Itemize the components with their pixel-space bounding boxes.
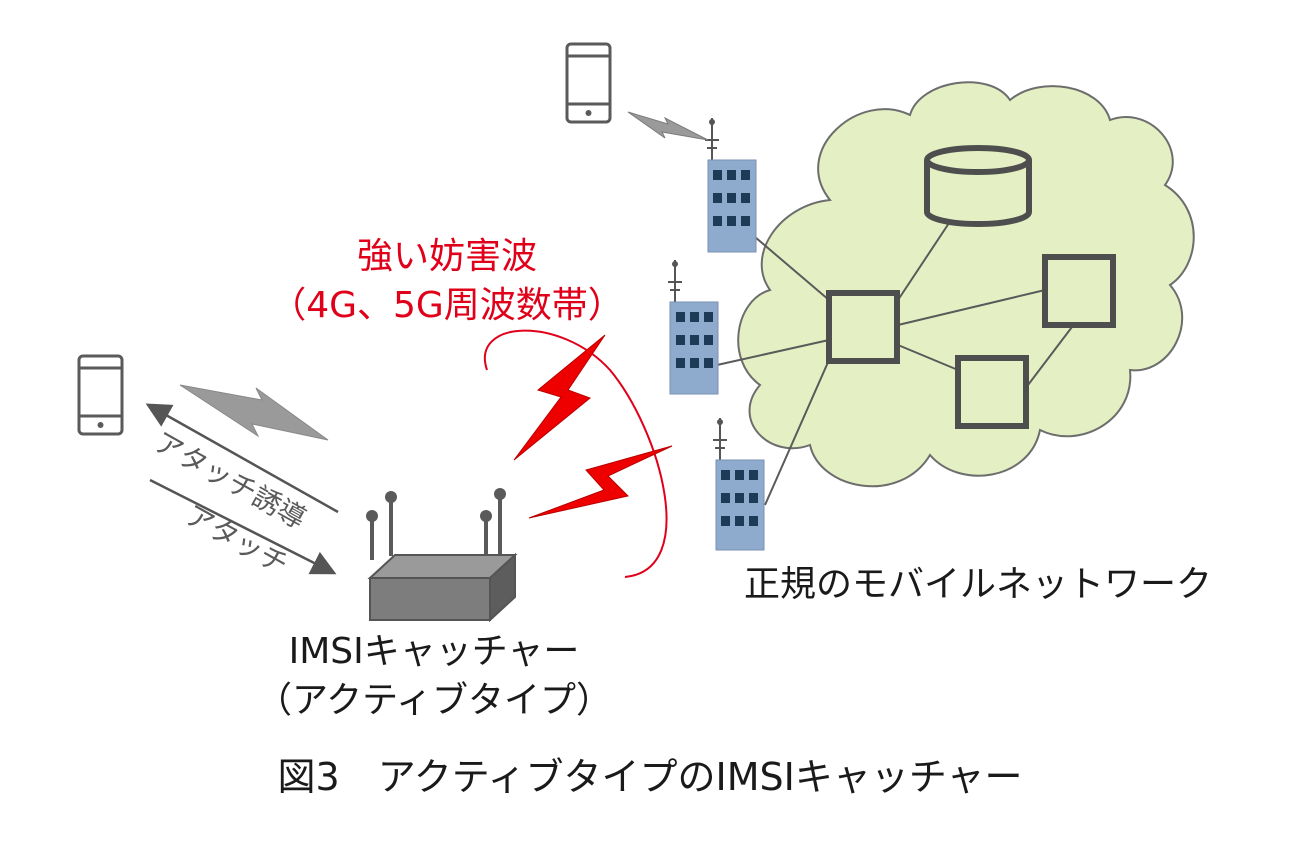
lightning-bolt-icon <box>627 111 709 141</box>
lightning-bolt-icon <box>528 445 673 519</box>
jamming-band-label: （4G、5G周波数帯） <box>270 285 624 326</box>
catcher-label: IMSIキャッチャー <box>289 631 580 672</box>
network-node-icon <box>826 290 900 364</box>
network-node-icon <box>955 355 1029 429</box>
catcher-type-label: （アクティブタイプ） <box>256 680 612 721</box>
figure-caption: 図3 アクティブタイプのIMSIキャッチャー <box>278 755 1023 799</box>
cell-tower-building-icon <box>713 418 765 551</box>
network-links <box>716 213 1076 506</box>
network-label: 正規のモバイルネットワーク <box>744 564 1212 605</box>
cell-tower-building-icon <box>668 260 719 395</box>
smartphone-icon <box>565 42 612 124</box>
cell-tower-building-icon <box>705 118 757 253</box>
lightning-bolt-icon <box>513 334 606 461</box>
network-node-icon <box>1042 254 1116 328</box>
lightning-bolt-icon <box>179 384 329 441</box>
smartphone-icon <box>77 354 124 436</box>
database-icon <box>924 145 1032 227</box>
attach-arrow <box>149 478 337 575</box>
cloud-icon <box>737 81 1195 488</box>
jamming-label: 強い妨害波 <box>357 236 537 277</box>
attach-induce-arrow <box>145 403 339 514</box>
imsi-catcher-device-icon <box>366 488 518 623</box>
jamming-wave-arc <box>483 329 668 578</box>
